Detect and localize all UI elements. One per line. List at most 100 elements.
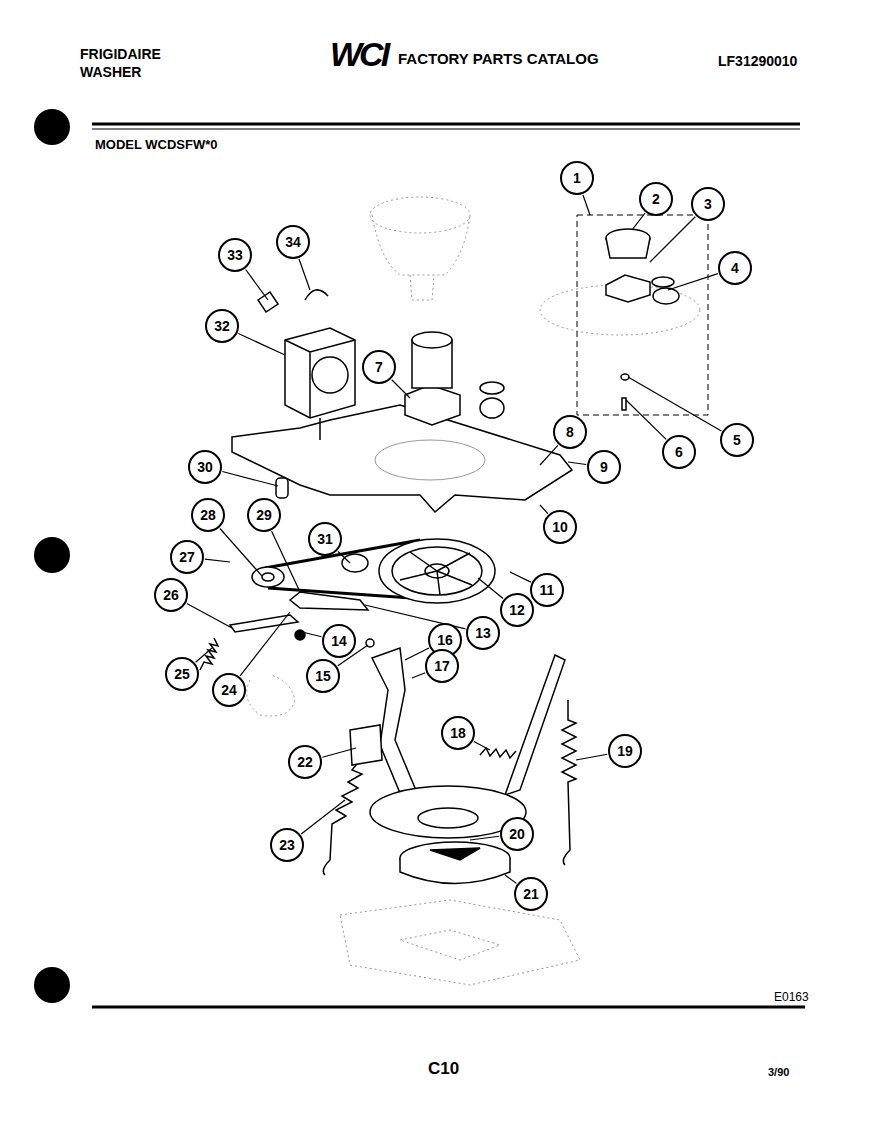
figure-code: E0163 <box>774 991 809 1003</box>
callout-number: 5 <box>733 433 741 447</box>
leader-line <box>246 270 268 300</box>
callout-number: 22 <box>297 755 313 769</box>
callout-number: 24 <box>221 683 237 697</box>
leader-line <box>405 648 429 660</box>
callout-number: 19 <box>617 744 633 758</box>
leader-line <box>322 748 356 757</box>
leader-line <box>240 612 290 676</box>
callout-circle: 32 <box>205 309 239 343</box>
callout-number: 17 <box>434 659 450 673</box>
callout-circle: 22 <box>288 745 322 779</box>
callout-number: 8 <box>566 425 574 439</box>
callout-circle: 13 <box>466 616 500 650</box>
callout-circle: 12 <box>500 593 534 627</box>
leader-line <box>302 632 322 637</box>
callout-circle: 31 <box>308 522 342 556</box>
product-type: WASHER <box>80 65 141 79</box>
callout-circle: 9 <box>587 450 621 484</box>
leader-line <box>505 875 516 883</box>
callout-circle: 24 <box>212 673 246 707</box>
callout-circle: 28 <box>191 498 225 532</box>
callout-circle: 11 <box>530 573 564 607</box>
callout-circle: 2 <box>639 182 673 216</box>
callout-circle: 8 <box>553 415 587 449</box>
leader-line <box>478 578 503 599</box>
leader-line <box>220 528 262 576</box>
callout-number: 6 <box>675 445 683 459</box>
footer-rule <box>92 1006 805 1009</box>
callout-circle: 19 <box>608 734 642 768</box>
callout-circle: 1 <box>560 161 594 195</box>
date: 3/90 <box>768 1067 789 1078</box>
callout-number: 11 <box>540 583 555 597</box>
callout-number: 29 <box>256 508 272 522</box>
part-shapes <box>606 229 679 410</box>
callout-circle: 4 <box>718 251 752 285</box>
leader-line <box>470 836 499 840</box>
plate-recess <box>375 440 485 480</box>
callout-circle: 30 <box>188 450 222 484</box>
leader-line <box>301 800 345 834</box>
callout-number: 18 <box>450 726 466 740</box>
leader-line <box>412 673 425 678</box>
callout-number: 28 <box>200 508 216 522</box>
callout-number: 32 <box>214 319 230 333</box>
header-rule <box>92 129 800 130</box>
callout-circle: 5 <box>720 423 754 457</box>
leader-line <box>628 377 721 431</box>
punch-hole <box>34 537 70 573</box>
callout-circle: 34 <box>276 225 310 259</box>
callout-number: 10 <box>552 520 568 534</box>
callout-number: 9 <box>600 460 608 474</box>
callout-number: 20 <box>509 827 525 841</box>
callout-circle: 25 <box>165 657 199 691</box>
leader-line <box>626 400 666 439</box>
header-rule <box>92 123 800 126</box>
leader-line <box>222 472 278 486</box>
part-shape <box>258 292 278 312</box>
catalog-title: FACTORY PARTS CATALOG <box>398 51 599 66</box>
leader-line <box>650 217 695 262</box>
brand-name: FRIGIDAIRE <box>80 47 161 61</box>
callout-circle: 23 <box>270 828 304 862</box>
leader-line <box>510 572 531 582</box>
callout-circle: 14 <box>322 624 356 658</box>
leader-line <box>583 195 590 215</box>
callout-circle: 29 <box>247 498 281 532</box>
callout-circle: 3 <box>691 187 725 221</box>
callout-circle: 17 <box>425 649 459 683</box>
punch-hole <box>34 967 70 1003</box>
leader-line <box>238 334 285 355</box>
callout-number: 14 <box>331 634 347 648</box>
leader-line <box>196 648 212 662</box>
callout-number: 33 <box>227 248 243 262</box>
callout-number: 34 <box>285 235 301 249</box>
leader-line <box>474 741 490 750</box>
callout-circle: 33 <box>218 238 252 272</box>
mounting-plate <box>232 405 572 512</box>
part-shape <box>276 478 288 498</box>
callout-number: 21 <box>523 887 539 901</box>
part-shape <box>305 290 328 300</box>
callout-number: 26 <box>163 588 179 602</box>
callout-number: 25 <box>174 667 190 681</box>
logo: WCI <box>330 37 387 71</box>
leader-line <box>187 604 232 628</box>
suspension-frame <box>350 648 565 884</box>
motor <box>285 328 355 440</box>
callout-number: 27 <box>179 550 195 564</box>
callout-circle: 20 <box>500 817 534 851</box>
callout-number: 16 <box>437 633 453 647</box>
tub-outline <box>370 197 700 335</box>
leader-line <box>576 754 607 760</box>
leader-line <box>540 505 548 514</box>
callout-number: 2 <box>652 192 660 206</box>
leader-line <box>338 551 350 563</box>
leader-line <box>632 213 645 230</box>
callout-circle: 27 <box>170 540 204 574</box>
callout-circle: 15 <box>306 659 340 693</box>
leader-line <box>205 559 230 562</box>
